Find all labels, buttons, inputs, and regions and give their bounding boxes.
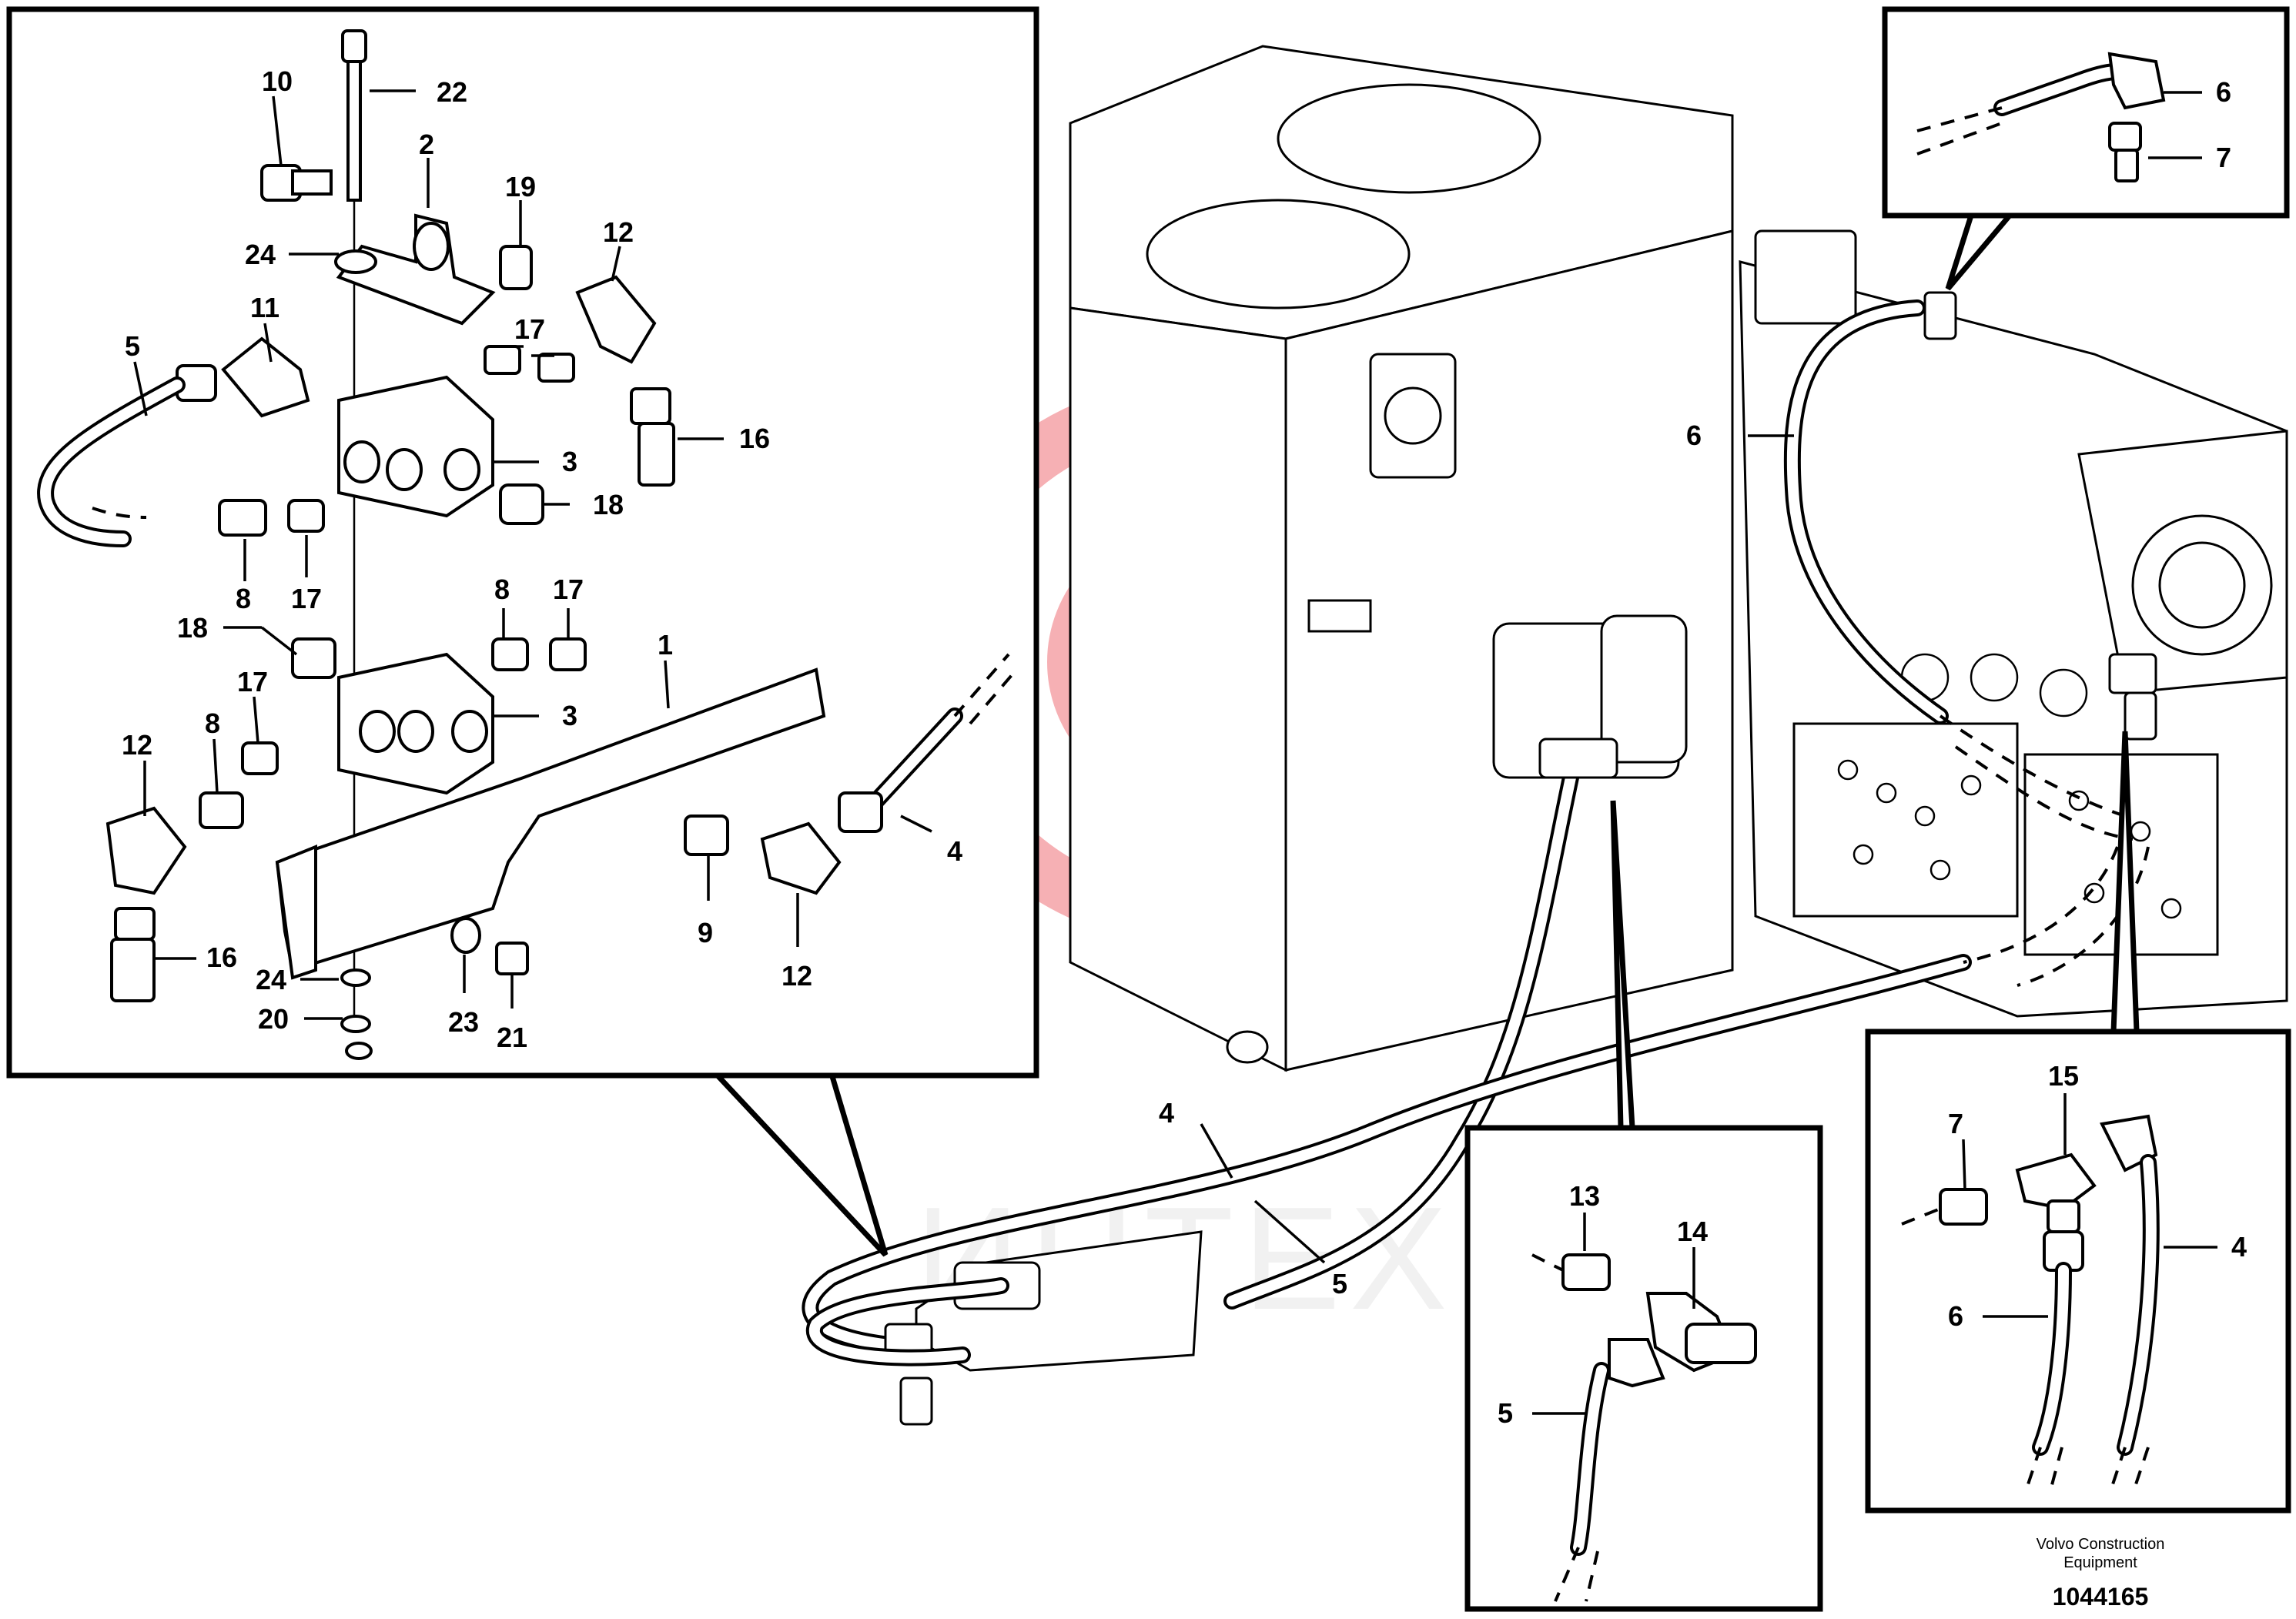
part-callout-number: 3 [562, 700, 577, 731]
part-callout-number: 22 [437, 76, 467, 108]
part-callout-number: 21 [497, 1022, 527, 1053]
part-callout-number: 23 [448, 1006, 479, 1038]
part-callout-number: 18 [593, 489, 624, 520]
inset-main-callouts: 10 22 2 19 12 24 11 17 5 3 16 18 8 [122, 65, 962, 1053]
brand-line-2: Equipment [2063, 1554, 2137, 1571]
part-callout-number: 2 [419, 129, 434, 160]
main-view-callouts: 6 4 5 [1159, 420, 1794, 1300]
part-callout-number: 8 [205, 707, 220, 739]
part-callout-number: 4 [1159, 1097, 1174, 1129]
part-callout-number: 12 [122, 729, 152, 761]
part-callout-number: 12 [782, 960, 812, 992]
part-callout-number: 7 [1948, 1108, 1963, 1139]
machine-tank [1069, 45, 1734, 1072]
inset-exploded-view: 10 22 2 19 12 24 11 17 5 3 16 18 8 [6, 6, 1039, 1079]
part-callout-number: 14 [1677, 1216, 1708, 1247]
part-callout-number: 17 [553, 574, 584, 605]
part-callout-number: 8 [494, 574, 510, 605]
part-callout-number: 24 [245, 239, 276, 270]
part-callout-number: 5 [1332, 1268, 1347, 1300]
part-callout-number: 16 [206, 942, 237, 973]
part-callout-number: 7 [2216, 142, 2231, 173]
part-callout-number: 9 [698, 917, 713, 948]
part-callout-number: 4 [947, 835, 962, 867]
inset-bottom-center: 13 14 5 [1464, 1125, 1823, 1612]
part-callout-number: 6 [1948, 1300, 1963, 1332]
part-callout-number: 5 [125, 330, 140, 362]
part-callout-number: 18 [177, 612, 208, 644]
part-callout-number: 1 [658, 629, 673, 661]
part-callout-number: 20 [258, 1003, 289, 1035]
part-callout-number: 17 [514, 313, 545, 345]
inset-leader-lines [714, 213, 2140, 1257]
part-callout-number: 24 [256, 964, 286, 995]
footer: Volvo Construction Equipment 1044165 [2037, 1536, 2165, 1611]
part-callout-number: 6 [1686, 420, 1702, 451]
brand-line-1: Volvo Construction [2037, 1536, 2165, 1553]
part-callout-number: 17 [291, 583, 322, 614]
part-callout-number: 3 [562, 446, 577, 477]
part-callout-number: 4 [2231, 1231, 2247, 1263]
part-callout-number: 11 [250, 292, 279, 323]
part-callout-number: 5 [1498, 1397, 1513, 1429]
part-callout-number: 13 [1569, 1180, 1600, 1212]
part-callout-number: 17 [237, 666, 268, 697]
drawing-number: 1044165 [2053, 1583, 2149, 1611]
part-callout-number: 16 [739, 423, 770, 454]
inset-bottom-right: 7 15 4 6 [1865, 1029, 2291, 1514]
part-callout-number: 10 [262, 65, 293, 97]
part-callout-number: 6 [2216, 76, 2231, 108]
pilot-block-assembly [805, 1230, 1203, 1426]
part-callout-number: 8 [236, 583, 251, 614]
part-callout-number: 15 [2048, 1060, 2079, 1092]
inset-top-right: 6 7 [1882, 6, 2290, 219]
part-callout-number: 19 [505, 171, 536, 202]
part-callout-number: 12 [603, 216, 634, 248]
